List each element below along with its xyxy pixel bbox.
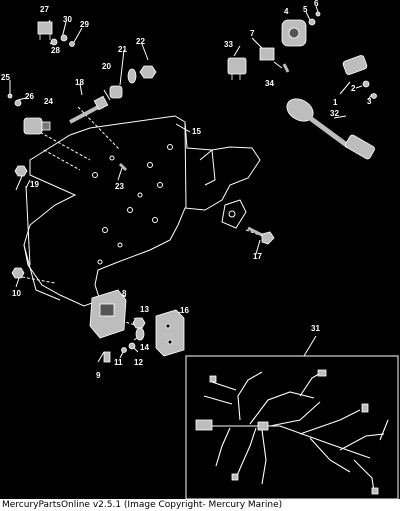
callout-21[interactable]: 21: [118, 45, 127, 54]
callout-23[interactable]: 23: [115, 182, 124, 191]
callout-8[interactable]: 8: [122, 289, 127, 298]
callout-31[interactable]: 31: [311, 324, 320, 333]
callout-22[interactable]: 22: [136, 37, 145, 46]
callout-3[interactable]: 3: [367, 97, 372, 106]
callout-28[interactable]: 28: [51, 46, 60, 55]
mounting-bracket: [23, 115, 261, 307]
callout-27[interactable]: 27: [40, 5, 49, 14]
callout-5[interactable]: 5: [303, 5, 308, 14]
callout-17[interactable]: 17: [253, 252, 262, 261]
callout-25[interactable]: 25: [1, 73, 10, 82]
callout-13[interactable]: 13: [140, 305, 149, 314]
callout-10[interactable]: 10: [12, 289, 21, 298]
callout-20[interactable]: 20: [102, 62, 111, 71]
callout-26[interactable]: 26: [25, 92, 34, 101]
callout-32[interactable]: 32: [330, 109, 339, 118]
callout-24[interactable]: 24: [44, 97, 53, 106]
callout-7[interactable]: 7: [250, 29, 255, 38]
callout-34[interactable]: 34: [265, 79, 274, 88]
callout-1[interactable]: 1: [333, 98, 338, 107]
callout-33[interactable]: 33: [224, 40, 233, 49]
callout-14[interactable]: 14: [140, 343, 149, 352]
callout-29[interactable]: 29: [80, 20, 89, 29]
diagram-drawing: [7, 5, 399, 499]
callout-16[interactable]: 16: [180, 306, 189, 315]
callout-18[interactable]: 18: [75, 78, 84, 87]
copyright-footer: MercuryPartsOnline v2.5.1 (Image Copyrig…: [0, 499, 400, 511]
callout-6[interactable]: 6: [314, 0, 319, 8]
callout-15[interactable]: 15: [192, 127, 201, 136]
callout-12[interactable]: 12: [134, 358, 143, 367]
callout-4[interactable]: 4: [284, 7, 289, 16]
callout-30[interactable]: 30: [63, 15, 72, 24]
callout-19[interactable]: 19: [30, 180, 39, 189]
callout-11[interactable]: 11: [114, 358, 123, 367]
callout-9[interactable]: 9: [96, 371, 101, 380]
callout-2[interactable]: 2: [351, 84, 356, 93]
